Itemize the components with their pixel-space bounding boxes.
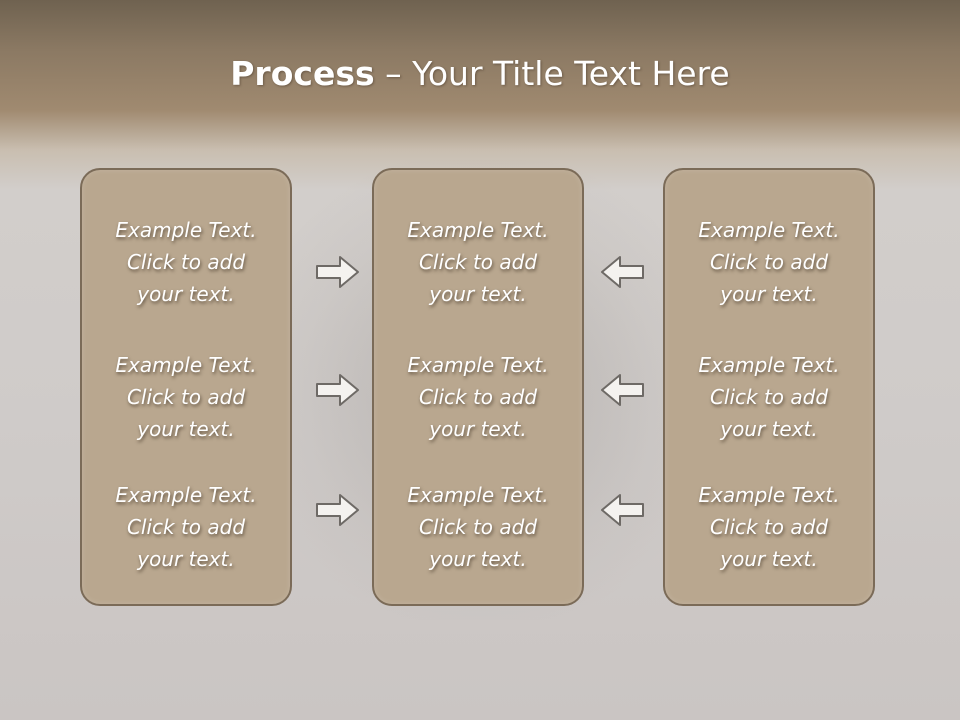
text-placeholder[interactable]: Example Text. Click to add your text. [407,218,549,306]
text-placeholder[interactable]: Example Text. Click to add your text. [698,218,840,306]
slide-title[interactable]: Process – Your Title Text Here [0,52,960,96]
text-placeholder[interactable]: Example Text. Click to add your text. [115,483,257,571]
left-panel[interactable]: Example Text. Click to add your text. Ex… [80,168,292,606]
text-placeholder[interactable]: Example Text. Click to add your text. [698,353,840,441]
title-rest: – Your Title Text Here [374,54,730,93]
title-bold: Process [230,54,375,93]
arrow-left-icon [601,256,644,288]
arrow-left-icon [601,494,644,526]
text-placeholder[interactable]: Example Text. Click to add your text. [407,483,549,571]
text-placeholder[interactable]: Example Text. Click to add your text. [115,218,257,306]
arrow-right-icon [316,374,359,406]
right-panel[interactable]: Example Text. Click to add your text. Ex… [663,168,875,606]
arrow-right-icon [316,494,359,526]
center-panel[interactable]: Example Text. Click to add your text. Ex… [372,168,584,606]
text-placeholder[interactable]: Example Text. Click to add your text. [407,353,549,441]
text-placeholder[interactable]: Example Text. Click to add your text. [115,353,257,441]
text-placeholder[interactable]: Example Text. Click to add your text. [698,483,840,571]
arrow-left-icon [601,374,644,406]
arrow-right-icon [316,256,359,288]
